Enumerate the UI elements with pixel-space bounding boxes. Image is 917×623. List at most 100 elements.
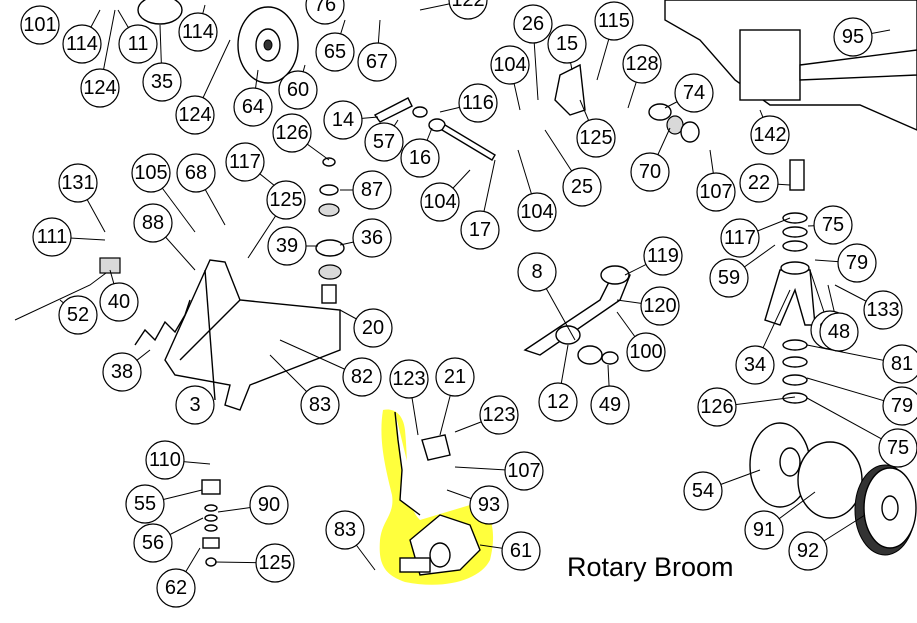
callout-35: 35 xyxy=(142,62,182,102)
callout-52: 52 xyxy=(58,295,98,335)
bracket-15 xyxy=(554,63,586,116)
callout-circle xyxy=(278,70,318,110)
callout-59: 59 xyxy=(709,258,749,298)
callout-circle xyxy=(145,440,185,480)
callout-number: 125 xyxy=(258,552,291,574)
callout-number: 107 xyxy=(699,181,732,203)
callout-74: 74 xyxy=(674,73,714,113)
callout-circle xyxy=(58,163,98,203)
callout-circle xyxy=(630,152,670,192)
callout-116: 116 xyxy=(458,83,498,123)
callout-65: 65 xyxy=(315,32,355,72)
callout-circle xyxy=(622,44,662,84)
callout-circle xyxy=(739,163,779,203)
bushing-12 xyxy=(555,325,603,365)
callout-124: 124 xyxy=(80,68,120,108)
callout-number: 11 xyxy=(128,33,149,55)
callout-number: 92 xyxy=(797,540,819,562)
callout-48: 48 xyxy=(819,312,859,352)
callout-circle xyxy=(102,352,142,392)
callout-number: 61 xyxy=(510,540,532,562)
callout-circle xyxy=(460,210,500,250)
callout-circle xyxy=(720,218,760,258)
callout-circle xyxy=(300,385,340,425)
spring-38 xyxy=(134,299,191,346)
callout-number: 62 xyxy=(165,577,187,599)
callout-16: 16 xyxy=(400,138,440,178)
callout-circle xyxy=(225,142,265,182)
callout-number: 59 xyxy=(718,267,740,289)
callout-14: 14 xyxy=(323,100,363,140)
callout-number: 49 xyxy=(599,394,621,416)
callout-circle xyxy=(882,344,917,384)
motor-61 xyxy=(394,411,481,576)
callout-circle xyxy=(249,485,289,525)
callout-3: 3 xyxy=(175,385,215,425)
callout-number: 52 xyxy=(67,304,89,326)
callout-circle xyxy=(813,205,853,245)
callout-circle xyxy=(99,282,139,322)
callout-circle xyxy=(469,485,509,525)
callout-circle xyxy=(175,385,215,425)
callout-number: 104 xyxy=(493,54,526,76)
callout-105: 105 xyxy=(131,153,171,193)
callout-number: 142 xyxy=(753,124,786,146)
callout-number: 81 xyxy=(891,353,913,375)
callout-128: 128 xyxy=(622,44,662,84)
callout-number: 25 xyxy=(571,176,593,198)
callout-25: 25 xyxy=(562,167,602,207)
callout-circle xyxy=(315,32,355,72)
callout-circle xyxy=(479,395,519,435)
callout-36: 36 xyxy=(352,218,392,258)
callout-number: 20 xyxy=(362,317,384,339)
callout-circle xyxy=(878,428,917,468)
callout-circle xyxy=(501,531,541,571)
callout-circle xyxy=(626,332,666,372)
callout-64: 64 xyxy=(233,87,273,127)
callout-circle xyxy=(178,12,218,52)
callout-number: 15 xyxy=(556,33,578,55)
callout-92: 92 xyxy=(788,531,828,571)
callout-number: 104 xyxy=(520,201,553,223)
callout-number: 111 xyxy=(37,226,67,248)
callout-number: 107 xyxy=(507,460,540,482)
callout-number: 133 xyxy=(866,299,899,321)
callout-circle xyxy=(80,68,120,108)
callout-20: 20 xyxy=(353,308,393,348)
callout-number: 74 xyxy=(683,82,705,104)
callout-number: 26 xyxy=(522,13,544,35)
callout-number: 124 xyxy=(83,77,116,99)
callout-125: 125 xyxy=(266,180,306,220)
callout-circle xyxy=(674,73,714,113)
cable-52 xyxy=(14,257,121,321)
callout-number: 55 xyxy=(134,493,156,515)
callout-22: 22 xyxy=(739,163,779,203)
callout-circle xyxy=(837,243,877,283)
callout-76: 76 xyxy=(305,0,345,25)
callout-circle xyxy=(20,5,60,45)
callout-55: 55 xyxy=(125,484,165,524)
callout-114: 114 xyxy=(178,12,218,52)
callout-122: 122 xyxy=(448,0,488,20)
callout-75: 75 xyxy=(813,205,853,245)
callout-circle xyxy=(590,385,630,425)
callout-91: 91 xyxy=(744,510,784,550)
callout-number: 83 xyxy=(309,394,331,416)
callout-number: 114 xyxy=(66,33,98,55)
belt-35 xyxy=(137,0,183,25)
callout-number: 119 xyxy=(647,245,679,267)
callout-circle xyxy=(353,308,393,348)
callout-circle xyxy=(118,24,158,64)
callout-133: 133 xyxy=(863,290,903,330)
callout-number: 116 xyxy=(462,92,494,114)
callout-number: 91 xyxy=(753,519,775,541)
callout-circle xyxy=(364,122,404,162)
callout-number: 54 xyxy=(692,480,714,502)
callout-circle xyxy=(833,17,873,57)
pulley-64 xyxy=(237,6,299,84)
callout-21: 21 xyxy=(435,357,475,397)
callout-81: 81 xyxy=(882,344,917,384)
diagram-caption: Rotary Broom xyxy=(567,552,734,582)
